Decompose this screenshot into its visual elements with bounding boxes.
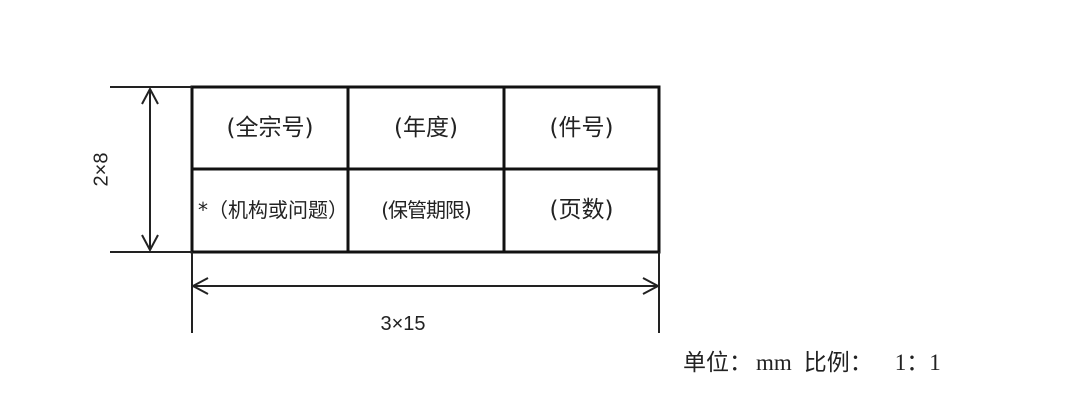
height-dimension-arrow	[141, 86, 159, 253]
cell-item-number: (件号)	[549, 114, 614, 141]
cell-year: (年度)	[394, 114, 458, 141]
scale-label: 比例：	[803, 350, 873, 375]
width-dimension-arrow	[190, 277, 661, 295]
unit-label: 单位：	[683, 350, 752, 375]
cell-organization-or-issue: *（机构或问题）	[198, 198, 348, 222]
scale-value: 1：1	[894, 350, 941, 375]
extension-lines	[110, 86, 660, 333]
width-dimension-label: 3×15	[380, 313, 426, 335]
cell-page-count: (页数)	[549, 197, 614, 224]
cell-retention-period: (保管期限)	[381, 198, 472, 222]
height-dimension-label: 2×8	[90, 152, 113, 187]
unit-scale-note: 单位：mm 比例： 1：1	[683, 343, 953, 377]
unit-value: mm	[756, 350, 792, 375]
table-grid	[190, 85, 661, 254]
cell-fonds-number: (全宗号)	[226, 114, 314, 141]
